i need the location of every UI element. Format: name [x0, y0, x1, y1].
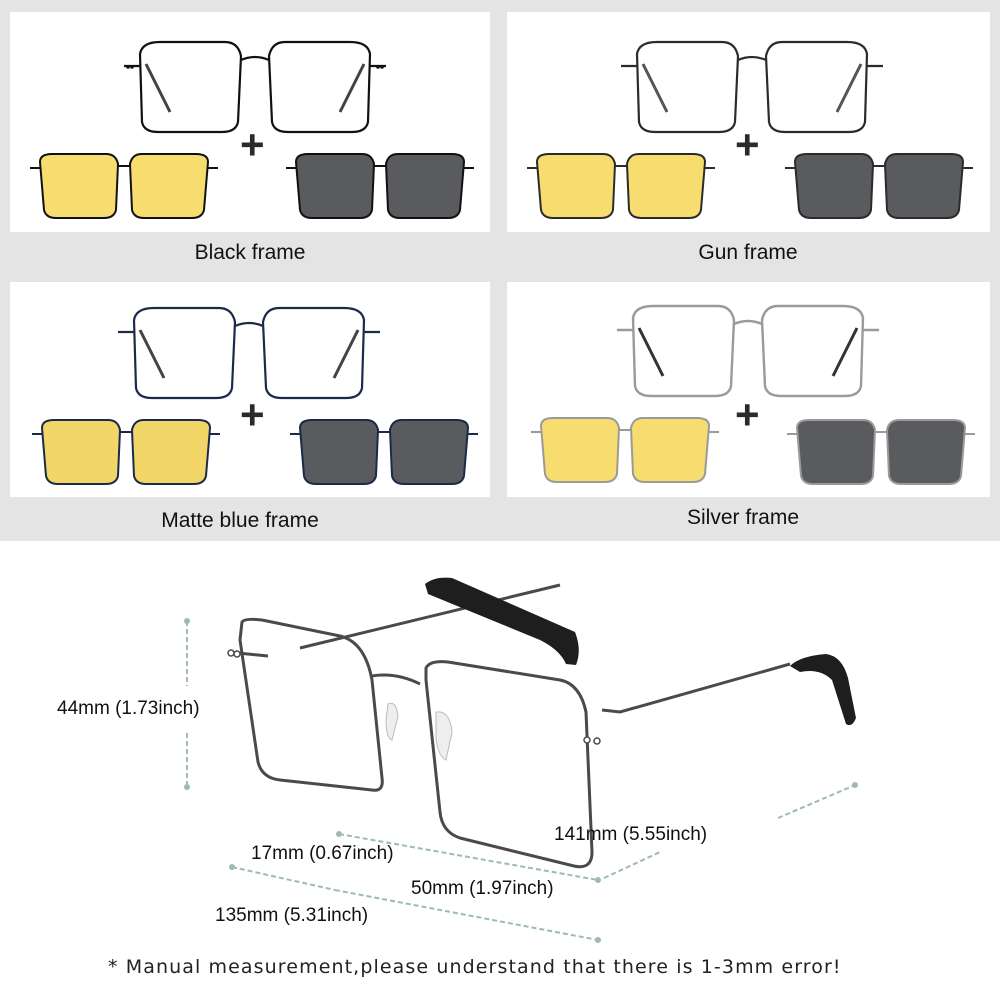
variant-label-matte-blue: Matte blue frame	[161, 509, 319, 532]
gray-clip-on-image	[286, 153, 474, 219]
gray-clip-on-image	[785, 153, 973, 219]
plus-icon: +	[735, 391, 760, 438]
variant-panel-matte-blue: +	[10, 282, 490, 497]
temple-length-label: 141mm (5.55inch)	[554, 824, 708, 845]
clear-glasses-image	[124, 40, 386, 134]
measurement-disclaimer: * Manual measurement,please understand t…	[108, 956, 842, 978]
variant-panel-black: +	[10, 12, 490, 232]
plus-icon: +	[240, 391, 265, 438]
variant-panel-gun: +	[507, 12, 990, 232]
frame-width-label: 135mm (5.31inch)	[215, 905, 369, 926]
plus-icon: +	[735, 121, 760, 168]
yellow-clip-on-image	[30, 153, 218, 219]
yellow-clip-on-image	[531, 417, 719, 483]
lens-height-label: 44mm (1.73inch)	[57, 698, 200, 719]
bridge-width-label: 17mm (0.67inch)	[251, 843, 394, 864]
clear-glasses-image	[617, 304, 879, 398]
yellow-clip-on-image	[527, 153, 715, 219]
clear-glasses-image	[621, 40, 883, 134]
yellow-clip-on-image	[32, 419, 220, 485]
variants-section: + Black frame +	[0, 0, 1000, 541]
variant-label-silver: Silver frame	[686, 506, 800, 529]
plus-icon: +	[240, 121, 265, 168]
lens-width-label: 50mm (1.97inch)	[411, 878, 554, 899]
variant-label-black: Black frame	[194, 241, 306, 264]
gray-clip-on-image	[787, 419, 975, 485]
gray-clip-on-image	[290, 419, 478, 485]
variant-panel-silver: +	[507, 282, 990, 497]
clear-glasses-image	[118, 306, 380, 400]
variant-label-gun: Gun frame	[698, 241, 798, 264]
